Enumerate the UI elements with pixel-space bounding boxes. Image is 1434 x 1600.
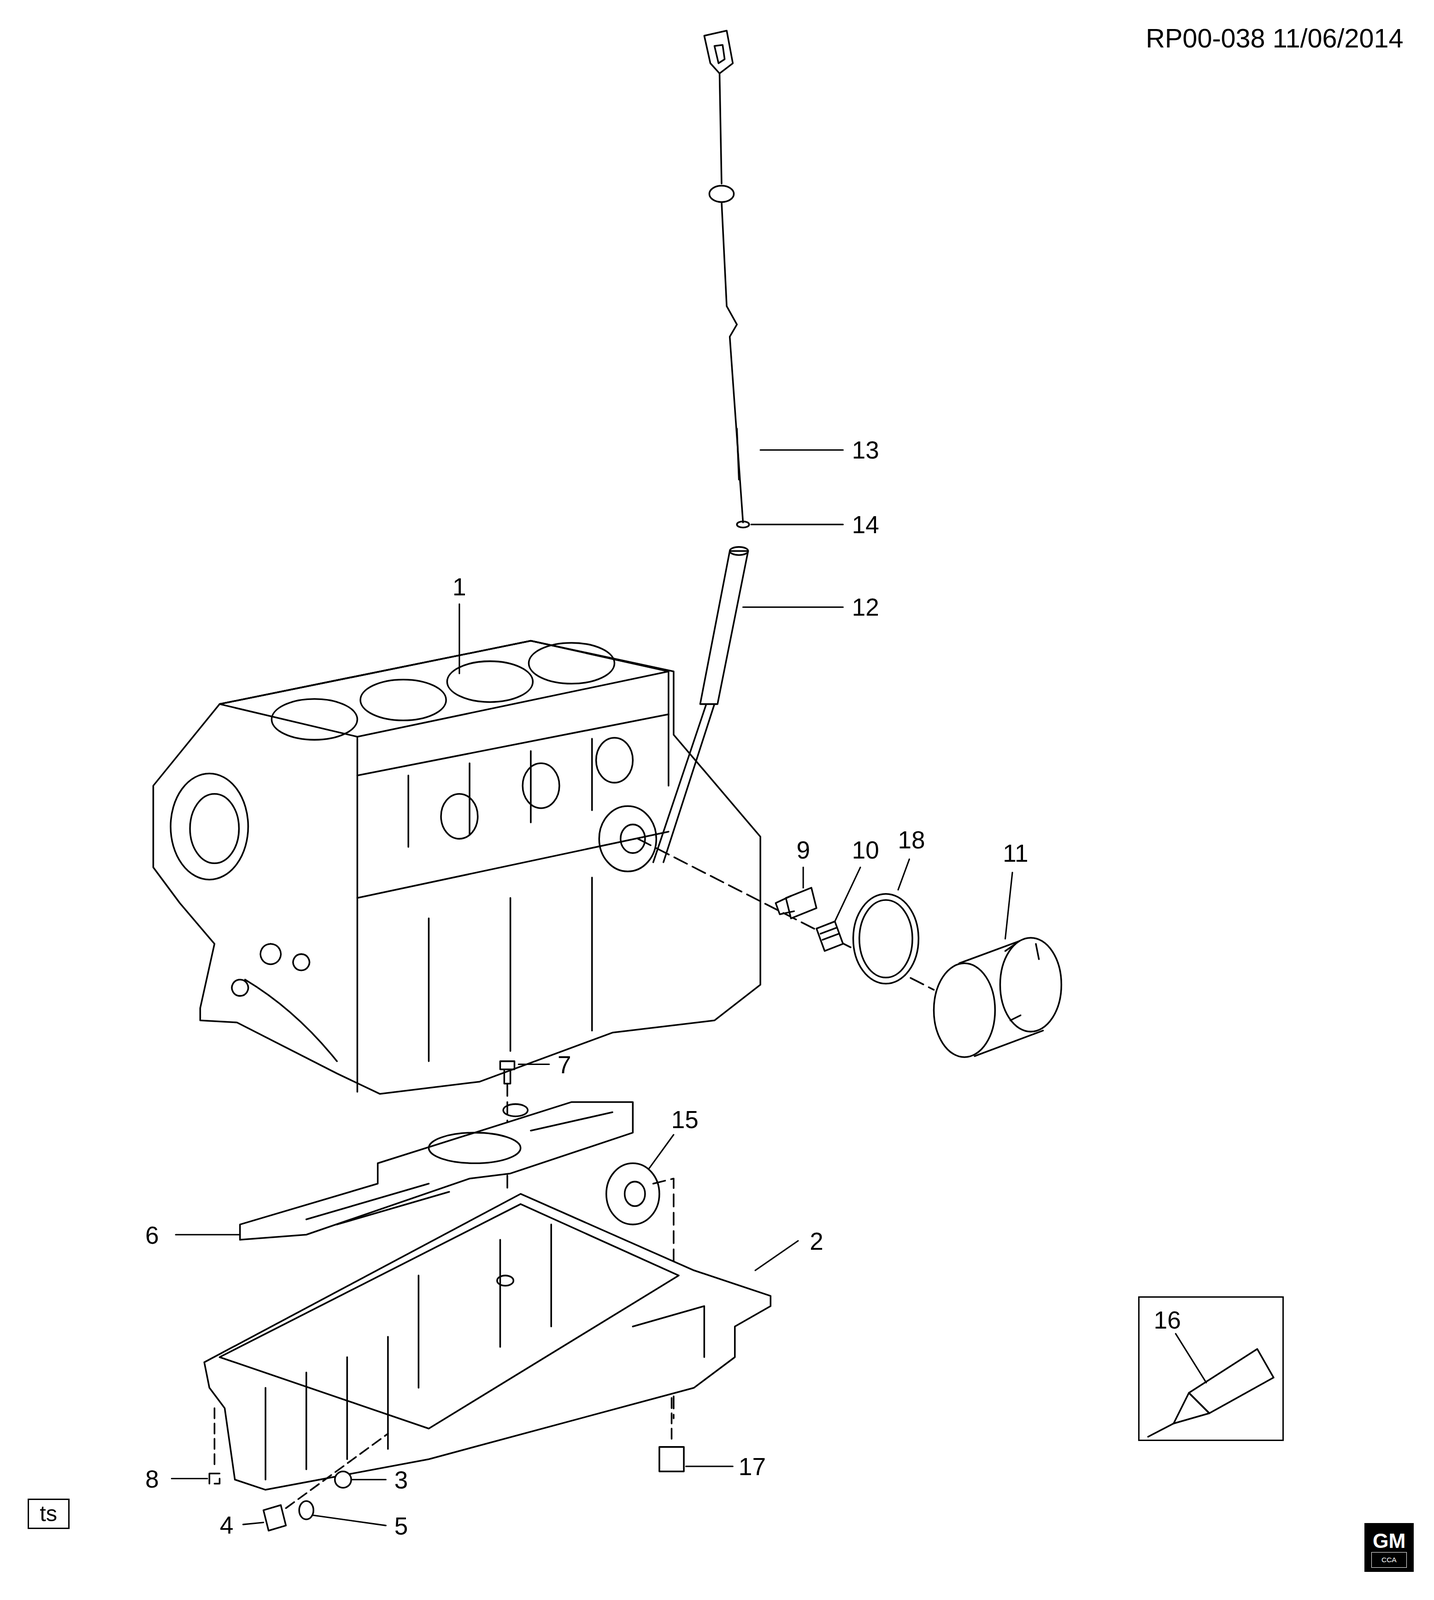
logo-box: GM CCA (1364, 1522, 1414, 1572)
oil-filter (934, 937, 1062, 1062)
valve (816, 921, 844, 952)
callout-number: 13 (852, 437, 880, 463)
callout-number: 2 (809, 1228, 824, 1254)
callout-number: 11 (1002, 840, 1029, 866)
callout-number: 10 (852, 837, 880, 863)
dipstick-tube (653, 546, 749, 863)
callout-number: 15 (671, 1107, 699, 1132)
sealant-tube (1148, 1348, 1274, 1437)
callout-number: 17 (738, 1454, 766, 1479)
leader-line (171, 450, 1206, 1526)
plug (334, 1471, 352, 1488)
cylinder-block (153, 640, 761, 1094)
callout-number: 18 (897, 827, 925, 853)
detail-box: 16 (1138, 1296, 1285, 1442)
plug (659, 1446, 684, 1472)
callout-number: 14 (852, 512, 880, 537)
tag-box: ts (27, 1498, 70, 1529)
node-text: ts (39, 1502, 58, 1525)
callout-number: 9 (796, 837, 811, 863)
callout-number: 6 (145, 1222, 159, 1248)
oil-dipstick (704, 30, 749, 528)
callout-number: 3 (394, 1467, 409, 1493)
callout-number: 5 (394, 1513, 409, 1539)
oil-pan (204, 1193, 771, 1490)
callout-number: 4 (219, 1512, 234, 1538)
callout-number: 1 (452, 574, 467, 600)
washer (299, 1500, 314, 1520)
drawing-reference: RP00-038 11/06/2014 (1145, 25, 1404, 53)
callout-number: 12 (852, 594, 880, 620)
gasket (853, 893, 919, 984)
node-text: GM (1372, 1530, 1406, 1552)
node-text: CCA (1381, 1556, 1397, 1564)
node-text: 16 (1153, 1307, 1182, 1333)
fitting (775, 887, 817, 918)
bolt (209, 1408, 220, 1484)
logo-subbox: CCA (1371, 1551, 1408, 1568)
callout-number: 7 (557, 1052, 572, 1077)
drain-plug (263, 1504, 287, 1531)
callout-number: 8 (145, 1466, 159, 1492)
